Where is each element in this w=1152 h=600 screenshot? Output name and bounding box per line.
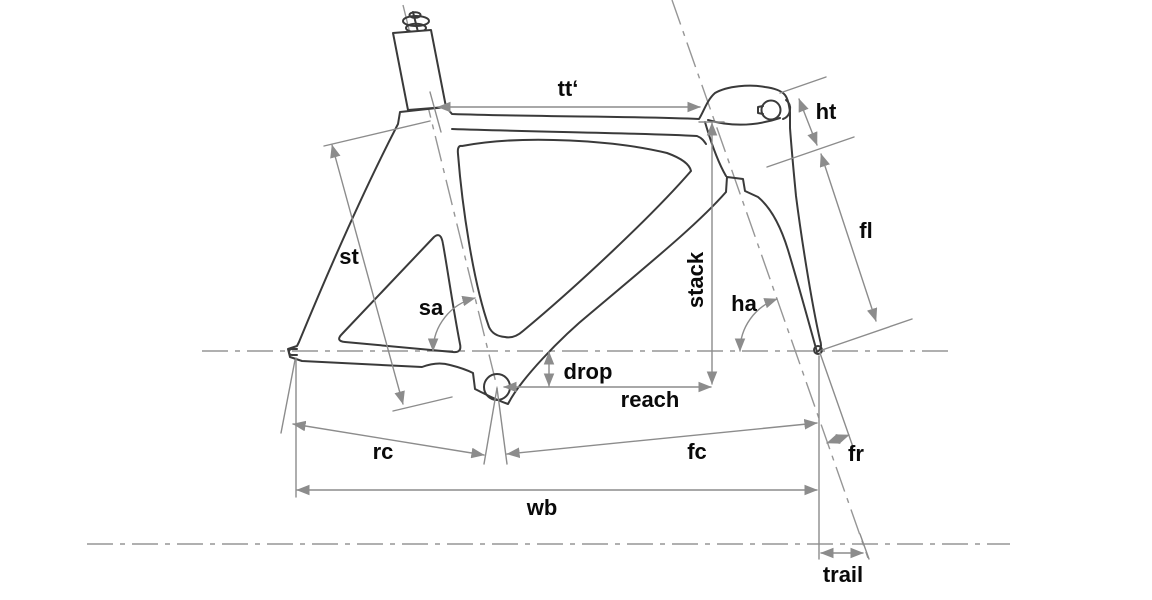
dim-fr: fr	[826, 433, 864, 466]
dim-trail: trail	[820, 533, 870, 587]
dim-stack: stack	[683, 121, 725, 385]
label-trail: trail	[823, 562, 863, 587]
rear-axle-ext-slant	[280, 359, 296, 434]
dim-reach: reach	[503, 381, 712, 412]
dim-ha: ha	[731, 291, 778, 352]
frame-outline	[287, 84, 822, 405]
label-stack: stack	[683, 251, 708, 308]
dim-st: st	[323, 120, 453, 412]
dim-drop: drop	[543, 351, 613, 387]
bb-ext-left	[483, 387, 498, 465]
label-sa: sa	[419, 295, 444, 320]
trail-axis-tick	[859, 533, 870, 560]
dim-fc: fc	[506, 418, 818, 464]
label-st: st	[339, 244, 359, 269]
top-tube-chamfer-line	[451, 128, 707, 145]
dim-ht: ht	[766, 76, 855, 168]
dim-rc: rc	[292, 420, 485, 464]
label-wb: wb	[526, 495, 558, 520]
front-axle-ext-axis-parallel	[819, 352, 854, 448]
rear-dropout-slot	[288, 348, 298, 356]
label-tt: tt‘	[558, 76, 579, 101]
front-dropout-axle	[813, 345, 823, 355]
centerlines	[87, 0, 1010, 559]
label-ha: ha	[731, 291, 757, 316]
stem-clamp-notch	[757, 105, 764, 115]
label-reach: reach	[621, 387, 680, 412]
seatpost	[392, 29, 447, 111]
label-fc: fc	[687, 439, 707, 464]
label-fr: fr	[848, 441, 864, 466]
dim-fl: fl	[819, 153, 913, 351]
label-rc: rc	[373, 439, 394, 464]
head-tube-rear-edge	[704, 121, 727, 177]
label-ht: ht	[816, 99, 837, 124]
saddle-clamp	[402, 11, 430, 34]
label-drop: drop	[564, 359, 613, 384]
dim-tt: tt‘	[429, 76, 701, 133]
frame-drawing	[287, 11, 823, 405]
stem-clamp-hook	[782, 99, 792, 120]
dim-wb: wb	[296, 484, 818, 520]
dim-sa: sa	[419, 295, 476, 352]
dimensions: tt‘ ht fl st sa	[280, 76, 913, 587]
stem-clamp-circle	[760, 99, 782, 121]
label-fl: fl	[859, 218, 872, 243]
bb-ext-right	[496, 387, 508, 465]
main-triangle-cutout	[456, 138, 692, 339]
steering-axis	[671, 0, 869, 559]
